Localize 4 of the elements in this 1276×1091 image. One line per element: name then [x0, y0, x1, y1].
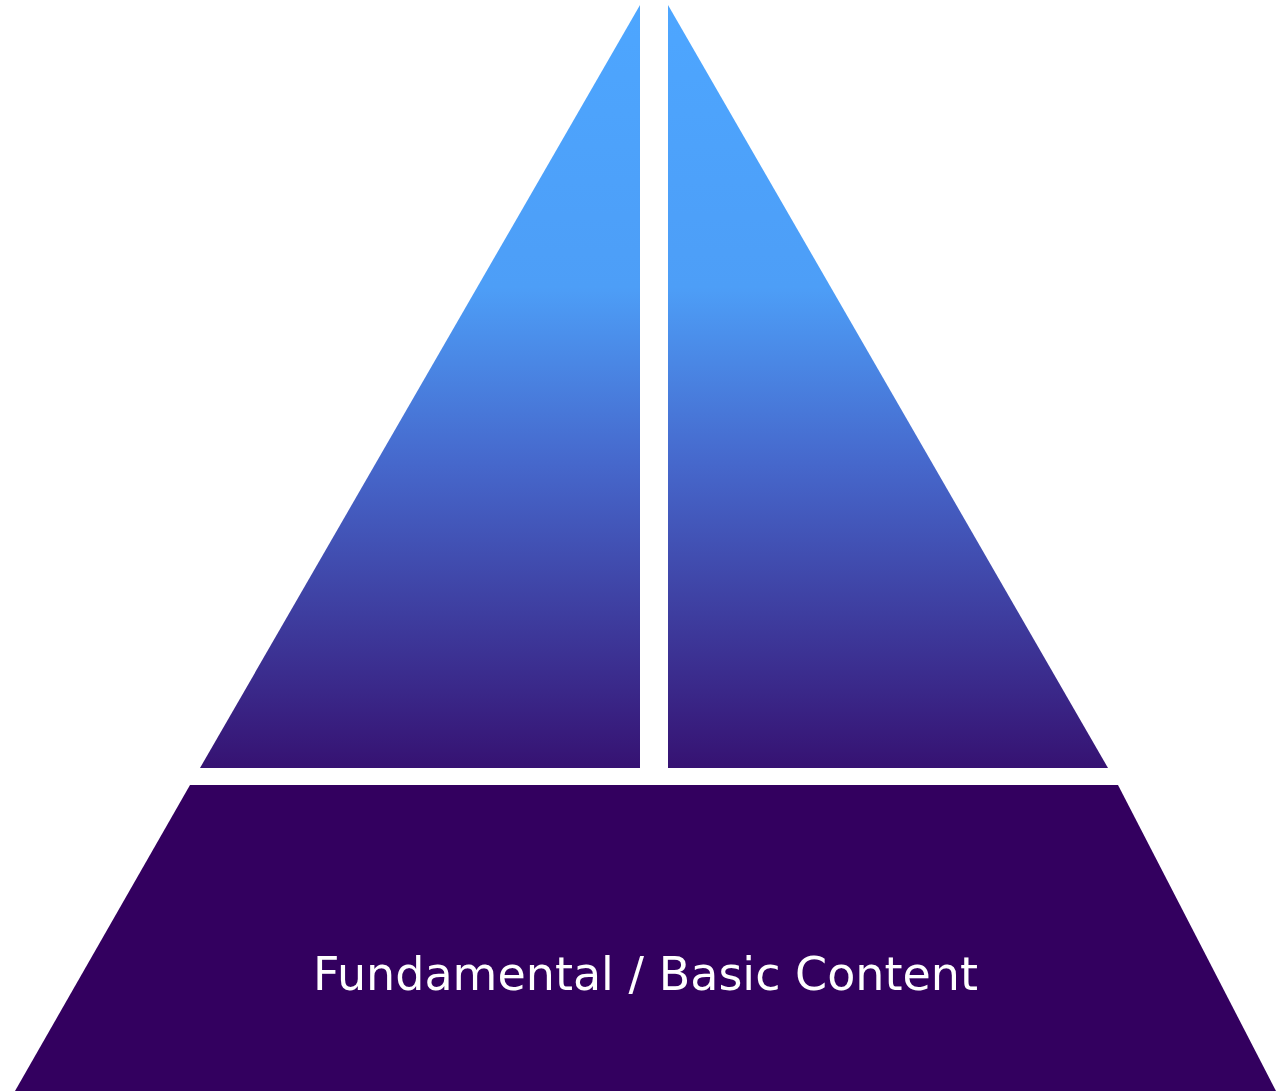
triangle-segment — [668, 5, 1109, 769]
triangle-segment — [200, 5, 641, 769]
layer-label: Fundamental / Basic Content — [313, 947, 978, 1001]
trapezoid-segment — [15, 785, 1276, 1091]
